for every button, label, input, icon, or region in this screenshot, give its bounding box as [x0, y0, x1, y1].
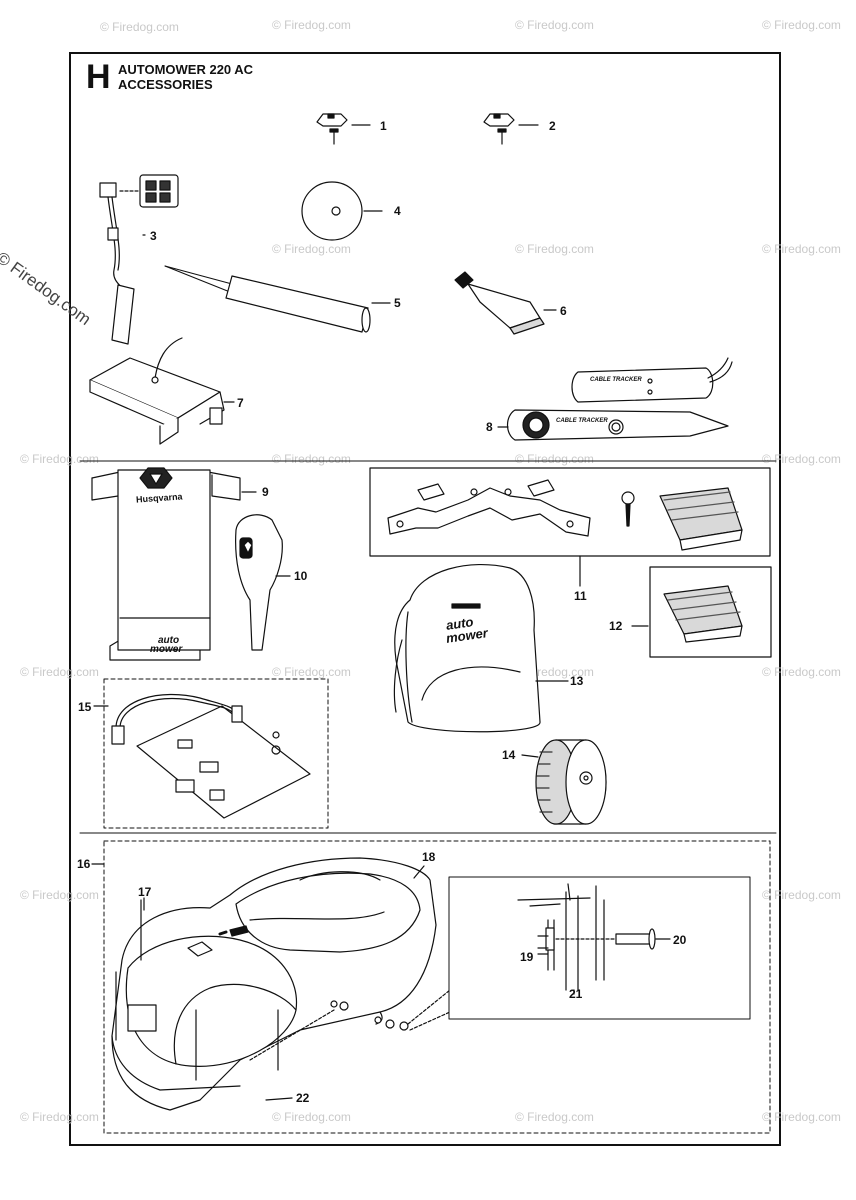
watermark: © Firedog.com — [762, 18, 841, 32]
watermark: © Firedog.com — [20, 665, 99, 679]
part-15-box — [103, 678, 329, 829]
diagram-frame — [69, 52, 781, 1146]
part-11-brackets — [387, 479, 591, 537]
detail-assembly — [517, 883, 671, 995]
part-number-21: 21 — [569, 987, 583, 1001]
part-2-clip — [483, 113, 539, 145]
part-9-wall-hanger — [91, 467, 257, 661]
cable-tracker-label: CABLE TRACKER — [590, 377, 642, 383]
watermark: © Firedog.com — [272, 452, 351, 466]
part-number-12: 12 — [609, 619, 623, 633]
part-number-3: 3 — [150, 229, 157, 243]
part-number-15: 15 — [78, 700, 92, 714]
part-number-16: 16 — [77, 857, 91, 871]
part-12-brush — [631, 585, 743, 643]
part-5-sealant-tube — [164, 265, 391, 333]
part-8-cable-tracker — [497, 357, 733, 441]
part-number-8: 8 — [486, 420, 493, 434]
part-number-2: 2 — [549, 119, 556, 133]
part-1-clip — [316, 113, 371, 145]
watermark: © Firedog.com — [515, 242, 594, 256]
part-10-key — [235, 514, 291, 651]
watermark: © Firedog.com — [762, 1110, 841, 1124]
logo-line-1: auto — [158, 635, 180, 646]
title-line-2: ACCESSORIES — [118, 77, 213, 92]
watermark: © Firedog.com — [762, 452, 841, 466]
part-17-screws — [115, 897, 279, 1081]
part-16-box — [103, 840, 771, 1134]
part-number-11: 11 — [574, 589, 587, 603]
watermark: © Firedog.com — [515, 1110, 594, 1124]
page-title: AUTOMOWER 220 AC ACCESSORIES — [118, 62, 253, 92]
watermark: © Firedog.com — [272, 1110, 351, 1124]
part-number-7: 7 — [237, 396, 244, 410]
watermark: © Firedog.com — [272, 242, 351, 256]
part-19-20-21-detail — [249, 989, 451, 1061]
part-number-17: 17 — [138, 885, 152, 899]
section-letter: H — [86, 58, 111, 96]
watermark: © Firedog.com — [100, 20, 179, 34]
watermark: © Firedog.com — [762, 888, 841, 902]
part-number-9: 9 — [262, 485, 269, 499]
part-18-leader — [413, 865, 425, 879]
part-number-22: 22 — [296, 1091, 310, 1105]
part-14-wheel — [521, 739, 607, 825]
part-3-usb-cable — [99, 174, 179, 345]
watermark: © Firedog.com — [20, 452, 99, 466]
part-number-4: 4 — [394, 204, 401, 218]
watermark: © Firedog.com — [762, 665, 841, 679]
detail-box — [448, 876, 751, 1020]
watermark: © Firedog.com — [762, 242, 841, 256]
part-12-box — [649, 566, 772, 658]
part-number-1: 1 — [380, 119, 387, 133]
part-number-18: 18 — [422, 850, 436, 864]
part-number-5: 5 — [394, 296, 401, 310]
part-number-6: 6 — [560, 304, 567, 318]
part-11-box — [369, 467, 771, 557]
watermark: © Firedog.com — [20, 1110, 99, 1124]
part-11-screw — [621, 491, 635, 527]
part-13-backpack — [393, 563, 569, 733]
watermark: © Firedog.com — [272, 18, 351, 32]
cable-tracker-label: CABLE TRACKER — [556, 418, 608, 424]
watermark: © Firedog.com — [515, 452, 594, 466]
logo-line-2: mower — [150, 644, 183, 655]
watermark: © Firedog.com — [20, 888, 99, 902]
part-number-19: 19 — [520, 950, 534, 964]
part-6-grease-tube — [454, 271, 557, 335]
part-22-leader — [265, 1097, 293, 1101]
part-11-brush — [659, 487, 743, 551]
watermark: © Firedog.com — [515, 18, 594, 32]
part-15-circuit-board — [93, 694, 311, 819]
watermark: © Firedog.com — [272, 665, 351, 679]
part-number-10: 10 — [294, 569, 308, 583]
part-number-13: 13 — [570, 674, 584, 688]
part-18-body-cover — [111, 857, 437, 1111]
title-line-1: AUTOMOWER 220 AC — [118, 62, 254, 77]
part-number-20: 20 — [673, 933, 687, 947]
part-7-charging-plate — [89, 337, 235, 445]
part-number-14: 14 — [502, 748, 516, 762]
part-4-disc — [301, 181, 383, 241]
